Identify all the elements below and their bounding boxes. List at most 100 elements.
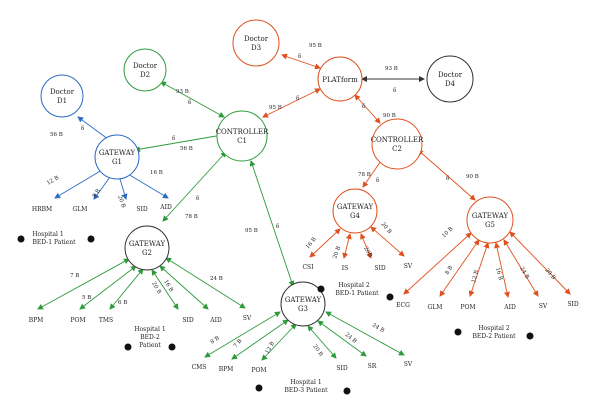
size-pom: 5 B [82, 295, 91, 301]
edge-d2-c1 [160, 81, 225, 118]
delta-c1-platform: δ [296, 96, 300, 102]
g1-leaf-edges [54, 169, 169, 200]
size-sv: 24 B [210, 276, 223, 282]
leaf-sv: SV [404, 361, 413, 368]
leaf-pom: POM [70, 317, 85, 324]
delta-c1-g3: δ [276, 224, 280, 230]
size-sv: 24 B [371, 323, 385, 335]
size-sid: 20 B [543, 267, 556, 281]
leaf-aid: AID [159, 204, 172, 211]
svg-text:Hospital 2: Hospital 2 [338, 282, 369, 289]
leaf-glm: GLM [73, 206, 88, 213]
size-aid: 16 B [150, 170, 163, 176]
delta-platform-c2: δ [362, 104, 366, 110]
doctor-d4-node: Doctor D4 [426, 55, 474, 103]
size-sid: 20 B [116, 195, 126, 209]
g1-leaves: HRBM GLM SID AID 12 B 8 B 20 B 16 B [32, 170, 172, 213]
size-sv: 24 B [518, 266, 530, 280]
leaf-is: IS [342, 265, 348, 272]
gateway-g1-node: GATEWAY G1 [94, 134, 140, 180]
gateway-g1-id: G1 [112, 158, 122, 166]
doctor-d3-node: Doctor D3 [232, 19, 280, 67]
delta-c1-g2: δ [196, 196, 200, 202]
edge-c2-g5 [417, 149, 476, 201]
edge-c1-platform [262, 88, 321, 118]
leaf-aid: AID [209, 317, 222, 324]
gateway-g2-label: GATEWAY [129, 240, 166, 248]
doctor-d4-label: Doctor [438, 71, 463, 79]
size-hrbm: 12 B [46, 175, 60, 187]
delta-d1-g1: δ [81, 126, 85, 132]
g2-leaf-edges [37, 257, 246, 310]
leaf-sid: SID [374, 265, 385, 272]
controller-c2-id: C2 [392, 145, 402, 153]
g3-leaf-edges [204, 311, 405, 361]
gateway-g5-id: G5 [485, 221, 495, 229]
leaf-pom: POM [460, 304, 475, 311]
gateway-g3-id: G3 [298, 305, 308, 313]
delta-d2-c1: δ [188, 100, 192, 106]
patient-bed1-h2: Hospital 2 BED-1 Patient [317, 282, 394, 301]
size-sid: 20 B [150, 281, 162, 295]
platform-label: PLATform [322, 76, 358, 84]
controller-c2-node: CONTROLLER C2 [371, 118, 424, 170]
svg-text:Patient: Patient [139, 342, 161, 349]
g3-leaves: CMS BPM POM SID SR SV 8 B 7 B 12 B 20 B … [192, 323, 413, 374]
gateway-g4-label: GATEWAY [337, 203, 374, 211]
gateway-g4-node: GATEWAY G4 [332, 188, 378, 234]
doctor-d1-node: Doctor D1 [40, 74, 84, 118]
doctor-d2-label: Doctor [133, 62, 158, 70]
controller-c2-label: CONTROLLER [371, 136, 424, 144]
leaf-bpm: BPM [29, 317, 44, 324]
leaf-sid: SID [182, 317, 193, 324]
size-sv: 20 B [379, 221, 392, 235]
edge-c1-g3 [249, 160, 295, 287]
label-c1-platform: 95 B [269, 105, 282, 111]
size-aid: 16 B [494, 267, 503, 281]
svg-text:Hospital 1: Hospital 1 [134, 326, 165, 333]
g4-leaf-edges [309, 226, 405, 259]
patient-bed2-h2: Hospital 2 BED-2 Patient [454, 325, 534, 340]
label-platform-d4: 93 B [385, 66, 398, 72]
leaf-sid: SID [567, 301, 578, 308]
size-csi: 16 B [305, 237, 318, 251]
leaf-sv: SV [404, 263, 413, 270]
size-sid: 20 B [311, 344, 323, 358]
main-edges [77, 53, 476, 287]
delta-d3-platform: δ [298, 54, 302, 60]
doctor-d1-id: D1 [57, 97, 67, 105]
leaf-sv: SV [539, 303, 548, 310]
gateway-g5-node: GATEWAY G5 [466, 196, 514, 244]
delta-c2-g4: δ [376, 178, 380, 184]
svg-text:BED-3 Patient: BED-3 Patient [285, 387, 329, 394]
leaf-tms: TMS [99, 317, 113, 324]
size-sr: 24 B [344, 332, 358, 345]
platform-node: PLATform [317, 56, 363, 102]
leaf-sid: SID [336, 365, 347, 372]
doctor-d4-id: D4 [445, 80, 456, 88]
label-c1-g3: 95 B [245, 228, 258, 234]
doctor-d1-label: Doctor [50, 88, 75, 96]
delta-c2-g5: δ [446, 176, 450, 182]
svg-text:Hospital 1: Hospital 1 [290, 379, 321, 386]
label-d3-platform: 95 B [309, 43, 322, 49]
svg-text:BED-1 Patient: BED-1 Patient [336, 290, 380, 297]
controller-c1-node: CONTROLLER C1 [216, 110, 269, 162]
label-c2-g4: 78 B [358, 172, 371, 178]
patient-bed2-h1: Hospital 1 BED-2 Patient [124, 326, 176, 351]
size-glm: 8 B [445, 265, 455, 276]
leaf-pom: POM [251, 367, 266, 374]
edge-d3-platform [281, 53, 321, 70]
svg-text:BED-1 Patient: BED-1 Patient [33, 239, 77, 246]
svg-text:BED-2 Patient: BED-2 Patient [473, 333, 517, 340]
edge-platform-c2 [354, 94, 381, 124]
edge-c2-g4 [362, 157, 384, 188]
leaf-csi: CSI [302, 264, 314, 271]
leaf-sid: SID [136, 206, 147, 213]
gateway-g5-label: GATEWAY [472, 212, 509, 220]
patient-bed1-h1: Hospital 1 BED-1 Patient [17, 231, 95, 246]
doctor-d2-node: Doctor D2 [123, 48, 167, 92]
label-g1-c1: 56 B [180, 146, 193, 152]
svg-text:BED-2: BED-2 [140, 334, 160, 341]
size-tms: 6 B [118, 300, 127, 306]
